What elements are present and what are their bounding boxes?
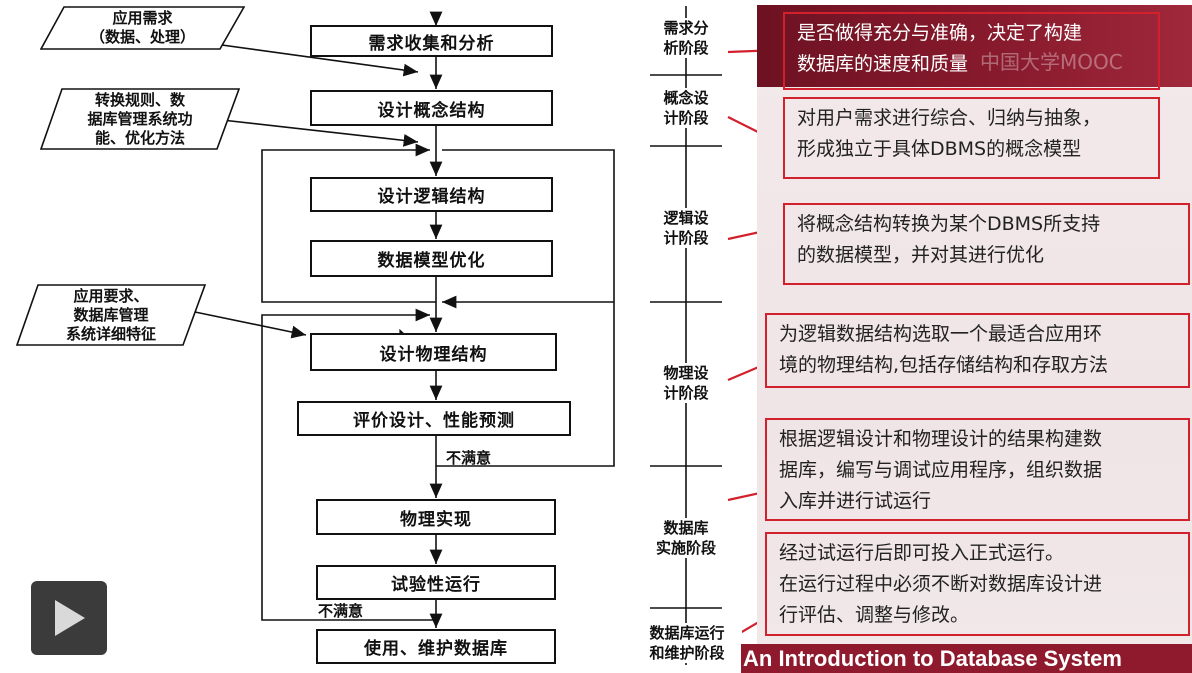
desc-physical: 为逻辑数据结构选取一个最适合应用环 境的物理结构,包括存储结构和存取方法 <box>765 313 1190 388</box>
desc-operation-maintenance: 经过试运行后即可投入正式运行。 在运行过程中必须不断对数据库设计进 行评估、调整… <box>765 532 1190 636</box>
step-trial-run: 试验性运行 <box>316 565 556 600</box>
step-data-model-optimization: 数据模型优化 <box>310 240 553 277</box>
stage-implementation: 数据库 实施阶段 <box>642 518 730 558</box>
desc-implementation: 根据逻辑设计和物理设计的结果构建数 据库，编写与调试应用程序，组织数据 入库并进… <box>765 418 1190 521</box>
step-physical-design: 设计物理结构 <box>310 333 557 371</box>
footer-course-title: An Introduction to Database System <box>741 644 1192 673</box>
desc-logical: 将概念结构转换为某个DBMS所支持 的数据模型，并对其进行优化 <box>783 203 1190 285</box>
input-app-requirements-text: 应用需求 （数据、处理） <box>40 6 245 50</box>
step-physical-implementation: 物理实现 <box>316 499 556 535</box>
input-app-requirements: 应用需求 （数据、处理） <box>40 6 245 50</box>
step-conceptual-design: 设计概念结构 <box>310 90 553 126</box>
label-unsatisfied-trial: 不满意 <box>318 600 363 621</box>
stage-physical: 物理设 计阶段 <box>650 363 722 403</box>
step-requirements-analysis: 需求收集和分析 <box>310 25 553 57</box>
step-use-maintain: 使用、维护数据库 <box>316 629 556 664</box>
step-logical-design: 设计逻辑结构 <box>310 177 553 212</box>
input-dbms-features-text: 应用要求、 数据库管理 系统详细特征 <box>16 284 206 346</box>
stage-operation-maintenance: 数据库运行 和维护阶段 <box>632 623 742 663</box>
label-unsatisfied-evaluation: 不满意 <box>446 447 491 468</box>
stage-logical: 逻辑设 计阶段 <box>650 208 722 248</box>
desc-requirements: 是否做得充分与准确，决定了构建 数据库的速度和质量 <box>783 12 1160 90</box>
input-conversion-rules: 转换规则、数 据库管理系统功 能、优化方法 <box>40 88 240 150</box>
video-play-button[interactable] <box>31 581 107 655</box>
stage-conceptual: 概念设 计阶段 <box>650 88 722 128</box>
input-conversion-rules-text: 转换规则、数 据库管理系统功 能、优化方法 <box>40 88 240 150</box>
desc-conceptual: 对用户需求进行综合、归纳与抽象， 形成独立于具体DBMS的概念模型 <box>783 97 1160 179</box>
play-icon <box>51 598 87 638</box>
step-evaluate-design: 评价设计、性能预测 <box>297 401 571 436</box>
stage-requirements: 需求分 析阶段 <box>650 18 722 58</box>
input-dbms-features: 应用要求、 数据库管理 系统详细特征 <box>16 284 206 346</box>
